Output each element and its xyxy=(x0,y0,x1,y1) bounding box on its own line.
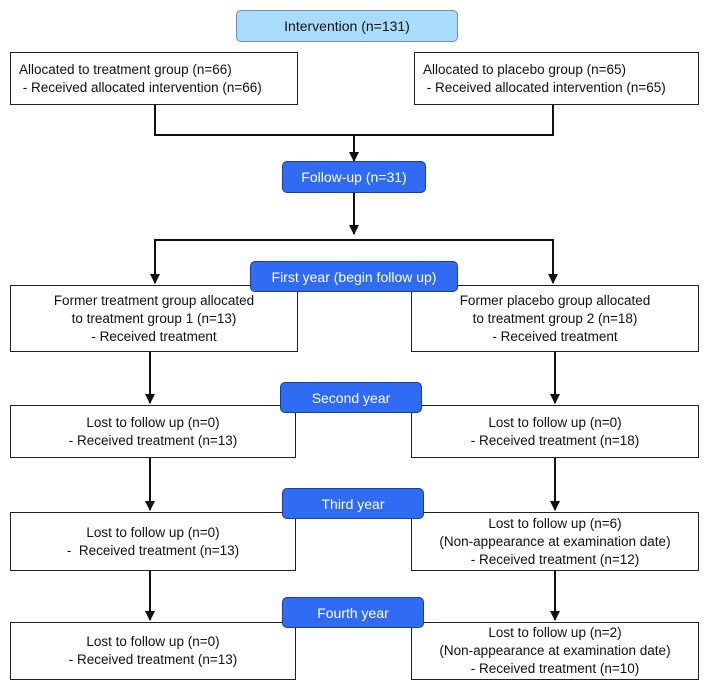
intervention-box: Intervention (n=131) xyxy=(236,10,458,42)
first-year-stage: First year (begin follow up) xyxy=(250,261,458,292)
box-line: - Received treatment (n=10) xyxy=(470,661,640,676)
box-line: to treatment group 2 (n=18) xyxy=(472,310,638,326)
first-year-left-box: Former treatment group allocated to trea… xyxy=(10,285,298,352)
box-line: Former placebo group allocated xyxy=(459,292,651,308)
box-line: Allocated to placebo group (n=65) xyxy=(423,61,627,77)
box-line: - Received treatment (n=13) xyxy=(66,542,240,558)
box-line: Former treatment group allocated xyxy=(53,292,255,308)
box-line: Lost to follow up (n=0) xyxy=(86,634,220,649)
second-year-stage: Second year xyxy=(280,382,422,413)
box-line: - Received treatment (n=18) xyxy=(470,432,640,448)
box-line: Lost to follow up (n=6) xyxy=(488,515,622,531)
box-line: - Received allocated intervention (n=66) xyxy=(19,79,262,95)
second-year-right-box: Lost to follow up (n=0) - Received treat… xyxy=(411,405,699,458)
third-year-left-box: Lost to follow up (n=0) - Received treat… xyxy=(10,512,296,571)
fourth-year-right-box: Lost to follow up (n=2) (Non-appearance … xyxy=(411,622,699,680)
split-left-line xyxy=(150,239,354,284)
box-line: - Received treatment xyxy=(492,328,618,344)
box-line: Allocated to treatment group (n=66) xyxy=(19,61,232,77)
box-line: (Non-appearance at examination date) xyxy=(439,643,671,658)
second-year-left-box: Lost to follow up (n=0) - Received treat… xyxy=(10,405,296,458)
split-right-line xyxy=(354,239,558,284)
box-line: - Received treatment xyxy=(91,328,217,344)
first-year-right-box: Former placebo group allocated to treatm… xyxy=(411,285,699,352)
fourth-year-left-box: Lost to follow up (n=0) - Received treat… xyxy=(10,622,296,680)
box-line: Lost to follow up (n=0) xyxy=(86,414,220,430)
treatment-allocation-box: Allocated to treatment group (n=66) - Re… xyxy=(10,52,298,105)
followup-stage: Follow-up (n=31) xyxy=(282,161,426,193)
box-line: to treatment group 1 (n=13) xyxy=(71,310,237,326)
third-year-right-box: Lost to follow up (n=6) (Non-appearance … xyxy=(411,512,699,571)
box-line: - Received treatment (n=13) xyxy=(68,652,238,667)
placebo-allocation-box: Allocated to placebo group (n=65) - Rece… xyxy=(414,52,699,105)
box-line: Lost to follow up (n=2) xyxy=(488,625,622,640)
box-line: Lost to follow up (n=0) xyxy=(488,414,622,430)
box-line: (Non-appearance at examination date) xyxy=(439,533,671,549)
box-line: Lost to follow up (n=0) xyxy=(86,524,220,540)
third-year-stage: Third year xyxy=(282,488,424,519)
box-line: - Received allocated intervention (n=65) xyxy=(423,79,666,95)
box-line: - Received treatment (n=12) xyxy=(470,551,640,567)
fourth-year-stage: Fourth year xyxy=(282,597,424,628)
allocation-merge-line xyxy=(154,105,554,136)
box-line: - Received treatment (n=13) xyxy=(68,432,238,448)
